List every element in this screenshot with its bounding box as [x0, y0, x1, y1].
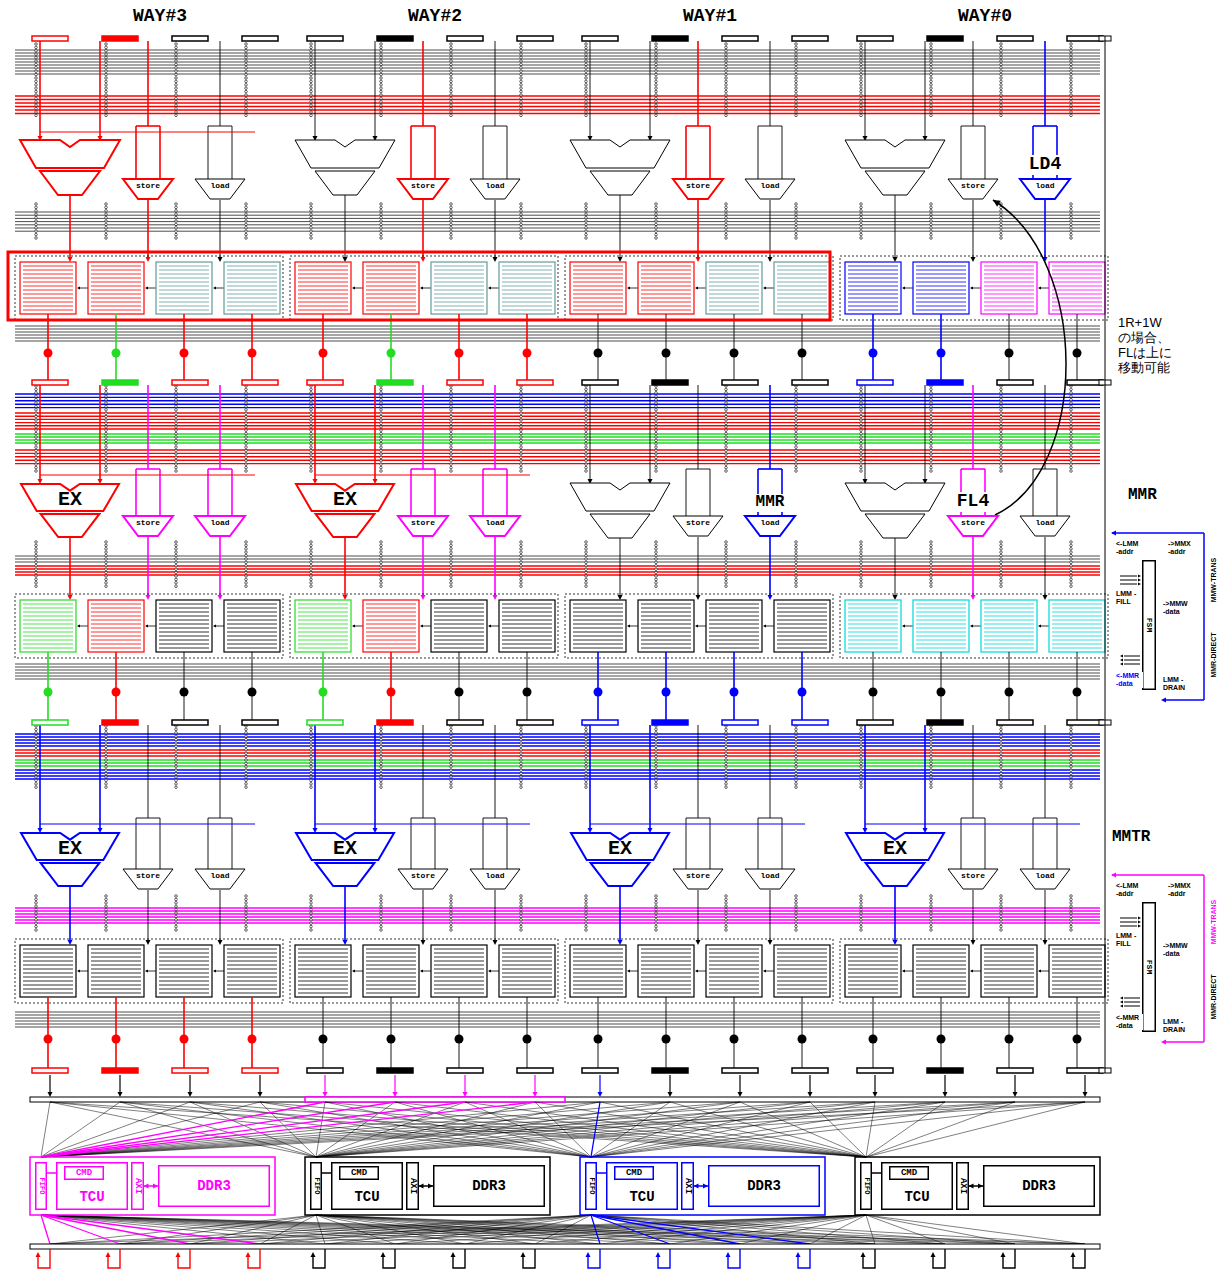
page: storeloadstoreloadstoreloadstoreLD4loadE… [0, 0, 1222, 1279]
